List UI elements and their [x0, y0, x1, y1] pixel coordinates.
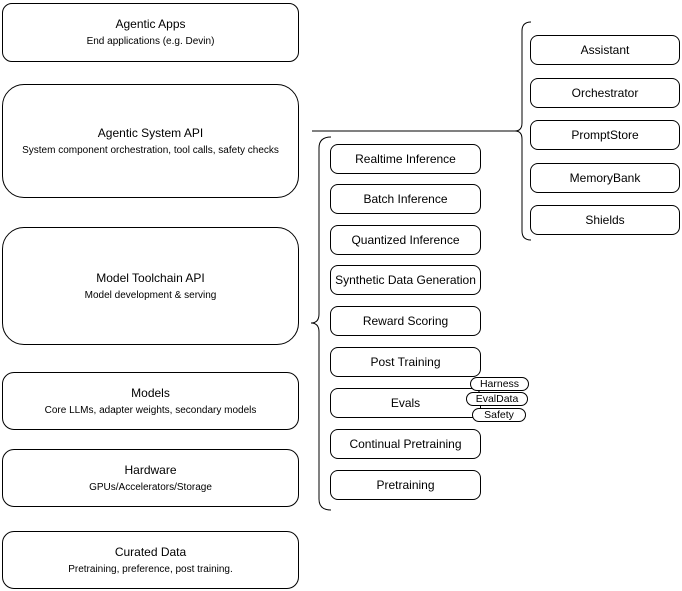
node-label: Pretraining: [376, 478, 435, 492]
tag-harness: Harness: [470, 377, 529, 391]
node-label: Reward Scoring: [362, 314, 449, 328]
node-model-toolchain-api: Model Toolchain API Model development & …: [2, 227, 299, 345]
node-label: MemoryBank: [569, 171, 641, 185]
node-agentic-system-api: Agentic System API System component orch…: [2, 84, 299, 198]
tag-label: Safety: [484, 409, 514, 421]
node-post-training: Post Training: [330, 347, 481, 377]
node-hardware: Hardware GPUs/Accelerators/Storage: [2, 449, 299, 507]
node-pretraining: Pretraining: [330, 470, 481, 500]
toolchain-group-brace: [310, 136, 332, 511]
node-assistant: Assistant: [530, 35, 680, 65]
node-label: Quantized Inference: [351, 233, 460, 247]
node-label: Evals: [390, 396, 421, 410]
node-title: Models: [131, 385, 170, 400]
node-agentic-apps: Agentic Apps End applications (e.g. Devi…: [2, 3, 299, 62]
node-label: PromptStore: [571, 128, 639, 142]
node-curated-data: Curated Data Pretraining, preference, po…: [2, 531, 299, 589]
node-title: Agentic Apps: [115, 17, 186, 31]
tag-safety: Safety: [472, 408, 526, 422]
node-label: Realtime Inference: [355, 152, 456, 166]
node-subtitle: Pretraining, preference, post training.: [68, 563, 233, 575]
node-reward-scoring: Reward Scoring: [330, 306, 481, 336]
node-label: Continual Pretraining: [349, 437, 462, 451]
node-batch-inference: Batch Inference: [330, 184, 481, 214]
node-models: Models Core LLMs, adapter weights, secon…: [2, 372, 299, 430]
node-continual-pretraining: Continual Pretraining: [330, 429, 481, 459]
node-label: Synthetic Data Generation: [335, 273, 476, 287]
node-label: Post Training: [370, 355, 441, 369]
node-subtitle: Model development & serving: [84, 289, 217, 301]
node-title: Model Toolchain API: [96, 270, 205, 285]
tag-label: EvalData: [475, 393, 519, 405]
system-components-group-brace: [514, 21, 532, 241]
node-orchestrator: Orchestrator: [530, 78, 680, 108]
tag-label: Harness: [479, 378, 520, 390]
node-title: Agentic System API: [97, 125, 204, 140]
node-evals: Evals: [330, 388, 481, 418]
node-synthetic-data-generation: Synthetic Data Generation: [330, 265, 481, 295]
node-label: Shields: [585, 213, 625, 227]
node-subtitle: End applications (e.g. Devin): [86, 36, 215, 47]
node-promptstore: PromptStore: [530, 120, 680, 150]
tag-evaldata: EvalData: [466, 392, 528, 406]
node-label: Orchestrator: [571, 86, 639, 100]
node-label: Batch Inference: [363, 192, 448, 206]
node-subtitle: GPUs/Accelerators/Storage: [89, 481, 212, 493]
node-title: Curated Data: [114, 544, 187, 559]
node-label: Assistant: [580, 43, 630, 57]
node-memorybank: MemoryBank: [530, 163, 680, 193]
node-subtitle: System component orchestration, tool cal…: [22, 144, 279, 156]
node-title: Hardware: [124, 462, 177, 477]
node-subtitle: Core LLMs, adapter weights, secondary mo…: [44, 404, 257, 416]
node-realtime-inference: Realtime Inference: [330, 144, 481, 174]
node-quantized-inference: Quantized Inference: [330, 225, 481, 255]
node-shields: Shields: [530, 205, 680, 235]
